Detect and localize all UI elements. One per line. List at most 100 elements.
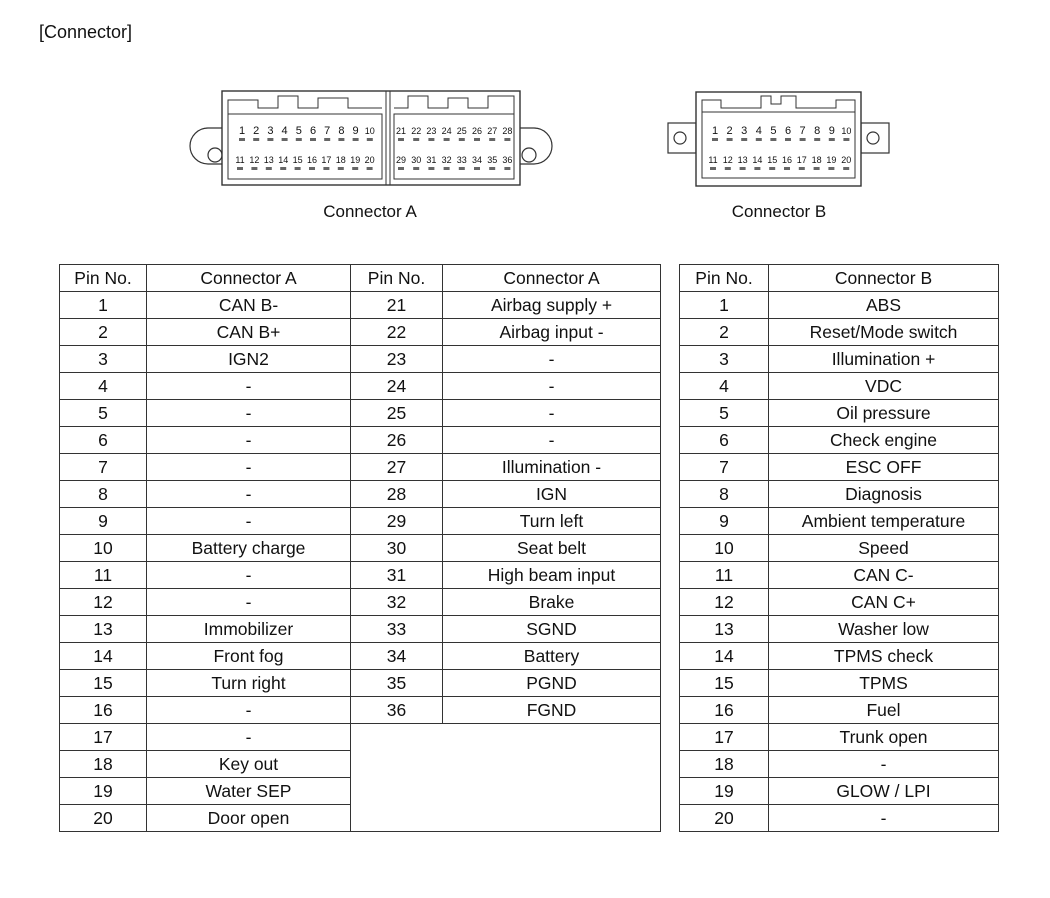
pin-terminal [443,167,450,170]
pin-number-label: 3 [741,125,747,137]
pin-terminal [443,138,450,141]
pin-terminal [265,167,272,170]
pin-number-label: 17 [321,155,331,165]
pin-number-cell: 25 [350,399,443,427]
pin-number-label: 10 [841,126,851,136]
pin-number-cell: 14 [59,642,147,670]
pin-number-label: 12 [723,155,733,165]
pin-number-label: 14 [278,155,288,165]
pin-function-cell: Illumination - [442,453,661,481]
pin-function-cell: SGND [442,615,661,643]
pin-terminal [324,138,331,141]
pin-number-cell: 4 [59,372,147,400]
pin-number-cell: 16 [59,696,147,724]
pin-terminal [712,138,718,141]
pin-number-cell: 17 [59,723,147,751]
pin-number-cell: 23 [350,345,443,373]
pin-function-cell: Brake [442,588,661,616]
pin-number-cell: 3 [59,345,147,373]
pin-terminal [428,138,435,141]
pin-number-label: 22 [411,126,421,136]
table-header-row: Pin No. Connector A Pin No. Connector A [59,264,661,292]
pin-function-cell: - [146,453,351,481]
pin-function-cell: Battery [442,642,661,670]
pin-number-cell: 36 [350,696,443,724]
pin-number-label: 28 [502,126,512,136]
pin-number-cell: 5 [59,399,147,427]
pin-function-cell: TPMS check [768,642,999,670]
table-row: 6-26- [59,426,661,454]
pin-function-cell: Check engine [768,426,999,454]
pin-terminal [337,167,344,170]
pin-number-label: 11 [708,155,717,165]
pin-number-cell: 9 [679,507,769,535]
pin-number-cell: 19 [59,777,147,805]
pin-terminal [458,167,465,170]
pin-number-cell: 19 [679,777,769,805]
pin-function-cell: Diagnosis [768,480,999,508]
pin-number-cell: 13 [59,615,147,643]
pin-number-label: 16 [782,155,792,165]
pin-number-label: 33 [457,155,467,165]
pin-function-cell: - [768,804,999,832]
pin-function-cell: - [146,399,351,427]
pin-terminal [309,167,315,170]
pin-terminal [294,167,301,170]
pin-number-label: 9 [829,125,835,137]
pin-number-label: 21 [396,126,406,136]
table-header-row: Pin No. Connector B [679,264,999,292]
pin-function-cell: High beam input [442,561,661,589]
pin-number-cell: 12 [679,588,769,616]
pin-number-label: 26 [472,126,482,136]
pin-function-cell: ABS [768,291,999,319]
column-header: Connector B [768,264,999,292]
pin-number-cell: 7 [679,453,769,481]
pin-number-label: 7 [324,125,330,137]
pin-terminal [770,138,777,141]
pin-function-cell: Ambient temperature [768,507,999,535]
pin-terminal [798,167,805,170]
pin-number-label: 6 [310,125,316,137]
pin-terminal [239,138,245,141]
pin-number-label: 4 [282,125,288,137]
pin-number-cell: 6 [679,426,769,454]
pin-number-label: 5 [770,125,776,137]
mount-hole-icon [866,131,880,145]
pin-function-cell: Seat belt [442,534,661,562]
pin-number-label: 31 [426,155,436,165]
pin-terminal [428,167,435,170]
mount-hole-icon [207,147,223,163]
pin-number-cell: 32 [350,588,443,616]
pin-number-cell: 29 [350,507,443,535]
pin-function-cell: Front fog [146,642,351,670]
pin-terminal [741,138,748,141]
pin-number-cell: 33 [350,615,443,643]
pin-terminal [474,167,480,170]
pin-number-cell: 4 [679,372,769,400]
pin-function-cell: Key out [146,750,351,778]
pin-number-label: 18 [812,155,822,165]
pin-function-cell: - [146,372,351,400]
pin-terminal [785,138,791,141]
pin-terminal [398,138,404,141]
pin-terminal [280,167,287,170]
pin-function-cell: Trunk open [768,723,999,751]
pin-terminal [398,167,404,170]
pin-terminal [489,167,496,170]
pin-terminal [474,138,480,141]
pin-function-cell: FGND [442,696,661,724]
pin-number-cell: 5 [679,399,769,427]
